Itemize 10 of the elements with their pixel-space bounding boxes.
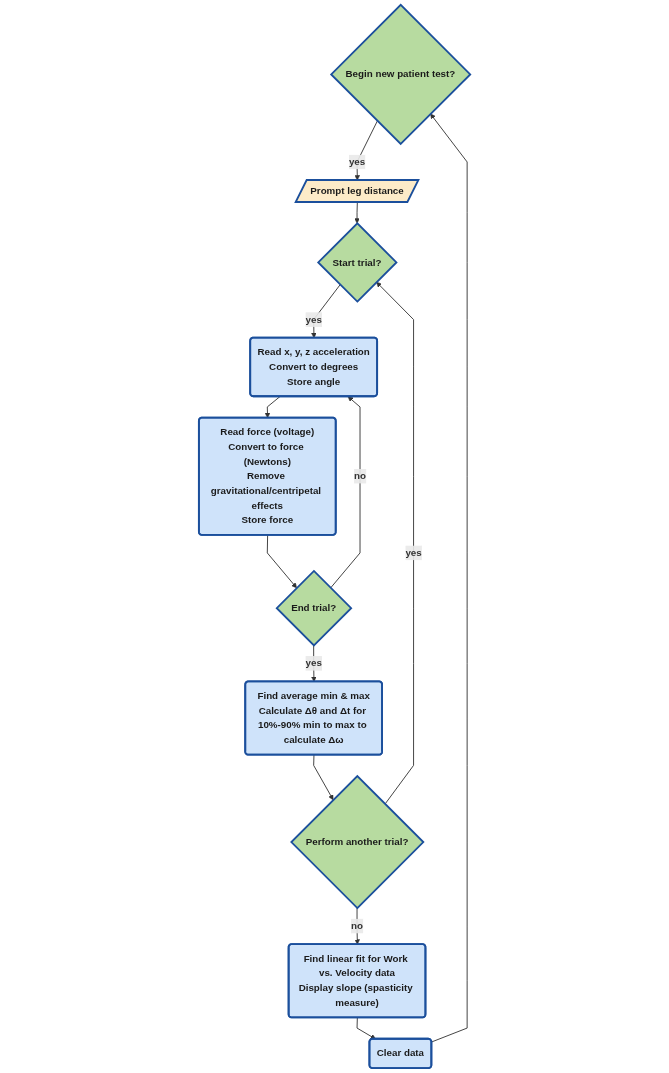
edge-label: yes (305, 657, 322, 669)
node-diamond: Start trial? (316, 222, 398, 303)
node-diamond: End trial? (275, 569, 353, 647)
edge-label: yes (348, 156, 366, 167)
node-diamond: Perform another trial? (290, 774, 425, 910)
edge-label: no (351, 920, 363, 931)
edge-label: no (353, 470, 366, 482)
edge-label: yes (405, 547, 422, 558)
node-diamond: Begin new patient test? (329, 3, 472, 146)
edge-label: yes (305, 314, 322, 325)
